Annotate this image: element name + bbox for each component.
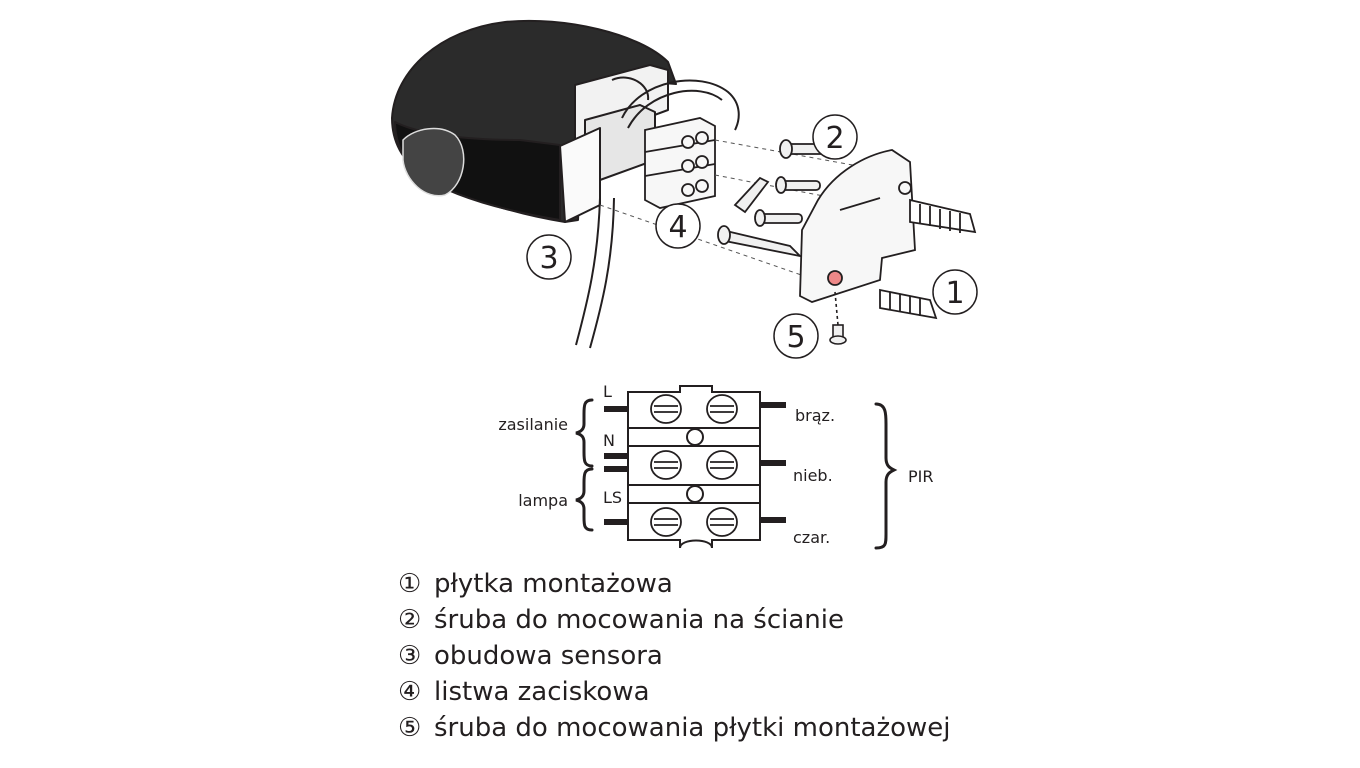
legend-number: ①: [398, 569, 422, 599]
braces: [575, 398, 898, 550]
label-wire-brown: brąz.: [795, 406, 835, 425]
mounting-plate-screw: [829, 291, 847, 345]
legend-number: ③: [398, 641, 422, 671]
legend-text: płytka montażowa: [434, 569, 673, 599]
callout-3: 3: [526, 234, 572, 280]
callout-5: 5: [773, 313, 819, 359]
legend-number: ②: [398, 605, 422, 635]
mounting-plate: [799, 149, 916, 303]
svg-text:1: 1: [945, 276, 964, 311]
label-pir: PIR: [908, 467, 933, 486]
label-wire-blue: nieb.: [793, 466, 833, 485]
svg-text:5: 5: [786, 320, 805, 355]
legend-text: śruba do mocowania płytki montażowej: [434, 713, 951, 743]
legend-item: ② śruba do mocowania na ścianie: [398, 602, 951, 638]
wall-plugs: [879, 198, 977, 320]
callout-4: 4: [655, 203, 701, 249]
sensor-housing: [391, 19, 677, 223]
legend-item: ⑤ śruba do mocowania płytki montażowej: [398, 710, 951, 746]
legend-number: ④: [398, 677, 422, 707]
label-term-l: L: [603, 382, 612, 401]
label-term-ls: LS: [603, 488, 622, 507]
svg-text:2: 2: [825, 121, 844, 156]
svg-text:3: 3: [539, 241, 558, 276]
wires: [604, 402, 786, 525]
legend-text: obudowa sensora: [434, 641, 663, 671]
label-wire-black: czar.: [793, 528, 830, 547]
callout-2: 2: [812, 114, 858, 160]
legend-text: śruba do mocowania na ścianie: [434, 605, 844, 635]
label-term-n: N: [603, 431, 615, 450]
legend-item: ④ listwa zaciskowa: [398, 674, 951, 710]
cable: [575, 79, 740, 349]
terminal-block: [644, 117, 716, 209]
legend-number: ⑤: [398, 713, 422, 743]
legend-item: ③ obudowa sensora: [398, 638, 951, 674]
parts-legend: ① płytka montażowa ② śruba do mocowania na…: [398, 566, 951, 746]
terminal-strip: [627, 385, 761, 549]
callout-1: 1: [932, 269, 978, 315]
svg-text:4: 4: [668, 210, 687, 245]
terminal-screws: [650, 394, 738, 537]
legend-item: ① płytka montażowa: [398, 566, 951, 602]
label-zasilanie: zasilanie: [498, 415, 568, 434]
label-lampa: lampa: [518, 491, 568, 510]
legend-text: listwa zaciskowa: [434, 677, 650, 707]
